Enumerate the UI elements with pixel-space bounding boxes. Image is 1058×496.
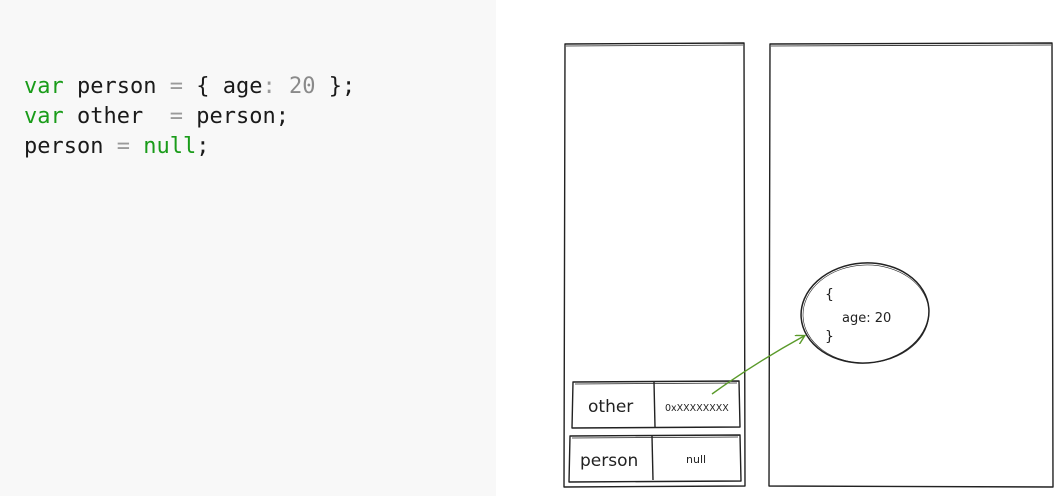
memory-diagram-svg: other 0xXXXXXXXX person null { age: 20 } bbox=[563, 42, 1054, 488]
memory-diagram: other 0xXXXXXXXX person null { age: 20 } bbox=[520, 0, 1058, 496]
code-line-1: var person = { age: 20 }; bbox=[24, 72, 355, 102]
operator-assign: = bbox=[169, 104, 183, 129]
code-block: var person = { age: 20 };var other = per… bbox=[24, 72, 355, 162]
identifier: other bbox=[77, 104, 144, 129]
stack-row-name: person bbox=[580, 451, 638, 471]
code-line-3: person = null; bbox=[24, 132, 355, 162]
object-open: { age bbox=[196, 74, 263, 99]
stack-row-other: other 0xXXXXXXXX bbox=[571, 380, 741, 429]
heap-object: { age: 20 } bbox=[800, 262, 930, 364]
identifier-rhs: person; bbox=[196, 104, 289, 129]
operator-assign: = bbox=[169, 74, 183, 99]
object-brace-open: { bbox=[825, 287, 834, 303]
stack-row-value: null bbox=[686, 453, 706, 466]
keyword-null: null bbox=[143, 134, 197, 159]
stack-row-value: 0xXXXXXXXX bbox=[665, 403, 729, 414]
stack-row-person: person null bbox=[568, 434, 742, 483]
identifier: person bbox=[24, 134, 104, 159]
colon: : bbox=[262, 74, 276, 99]
stack-panel bbox=[563, 42, 746, 488]
object-brace-close: } bbox=[825, 329, 834, 345]
stack-row-name: other bbox=[588, 397, 633, 417]
semicolon: ; bbox=[196, 134, 210, 159]
keyword-var: var bbox=[24, 74, 64, 99]
code-line-2: var other = person; bbox=[24, 102, 355, 132]
operator-assign: = bbox=[116, 134, 130, 159]
heap-panel bbox=[768, 42, 1054, 488]
reference-arrow bbox=[711, 336, 804, 395]
object-close: }; bbox=[328, 74, 356, 99]
code-panel: var person = { age: 20 };var other = per… bbox=[0, 0, 496, 496]
keyword-var: var bbox=[24, 104, 64, 129]
identifier: person bbox=[77, 74, 157, 99]
object-property: age: 20 bbox=[842, 311, 891, 326]
number-literal: 20 bbox=[288, 74, 316, 99]
